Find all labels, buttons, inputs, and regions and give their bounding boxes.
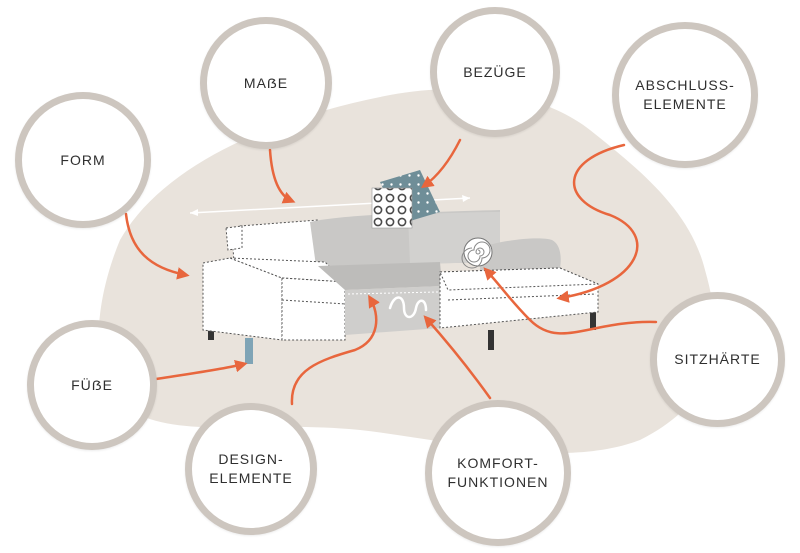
arrow-design — [290, 294, 380, 406]
label-abschluss-line1: ABSCHLUSS- — [635, 77, 735, 93]
sofa-leg — [488, 330, 494, 350]
sofa-leg-highlighted — [245, 338, 253, 364]
sofa-leg — [590, 312, 596, 330]
bubble-form[interactable]: FORM — [15, 92, 151, 228]
label-form: FORM — [60, 151, 106, 168]
firmness-spiral — [461, 237, 493, 269]
arrow-form — [124, 212, 190, 280]
label-masse: MAẞE — [243, 74, 289, 91]
spring-squiggle — [388, 296, 428, 319]
arrow-fuesse — [148, 360, 248, 382]
label-sitzhaerte: SITZHÄRTE — [674, 351, 761, 367]
bubble-komfortfunktionen[interactable]: KOMFORT- FUNKTIONEN — [425, 400, 571, 546]
label-komfort-line1: KOMFORT- — [457, 455, 539, 471]
bubble-abschlusselemente[interactable]: ABSCHLUSS- ELEMENTE — [612, 22, 758, 168]
arrow-sitzhaerte — [483, 267, 658, 335]
bubble-designelemente[interactable]: DESIGN- ELEMENTE — [185, 403, 317, 535]
bubble-sitzhaerte[interactable]: SITZHÄRTE — [650, 292, 785, 427]
label-komfort-line2: FUNKTIONEN — [447, 474, 549, 490]
bubble-fuesse[interactable]: FÜẞE — [27, 320, 157, 450]
label-bezuege: BEZÜGE — [463, 63, 527, 80]
arrows — [124, 138, 658, 406]
label-design-line1: DESIGN- — [218, 451, 284, 467]
label-design-line2: ELEMENTE — [209, 470, 293, 486]
label-fuesse: FÜẞE — [71, 376, 113, 393]
bubble-masse[interactable]: MAẞE — [200, 17, 332, 149]
arrow-bezuege — [420, 138, 462, 189]
bubble-bezuege[interactable]: BEZÜGE — [430, 7, 560, 137]
arrow-abschluss — [556, 143, 639, 303]
arrow-masse — [268, 148, 296, 204]
arrow-komfort — [423, 315, 492, 400]
label-abschluss-line2: ELEMENTE — [643, 96, 727, 112]
